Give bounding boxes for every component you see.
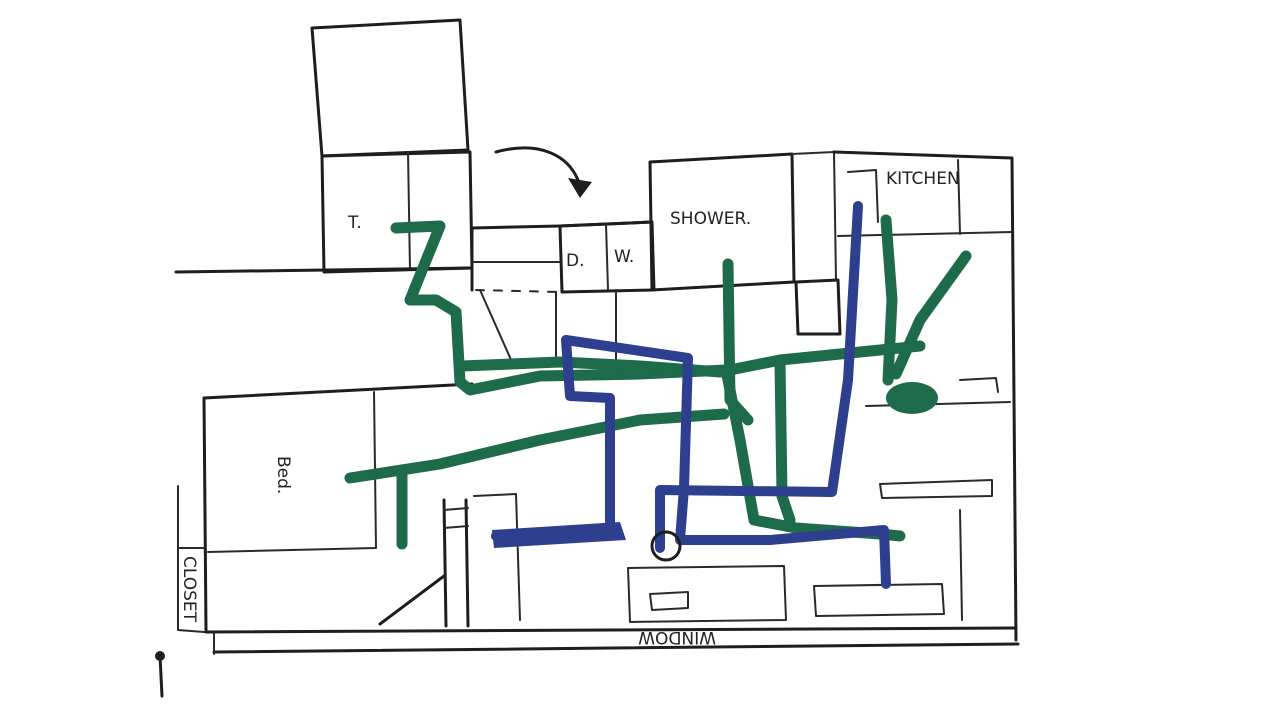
green-route-main bbox=[390, 220, 906, 542]
toilet-divider bbox=[407, 151, 411, 271]
closet-outline bbox=[177, 485, 205, 633]
bed-outline bbox=[207, 391, 377, 553]
kitchen-stool bbox=[959, 377, 999, 393]
hall-diagonal bbox=[479, 289, 513, 363]
blue-fill bbox=[492, 522, 626, 548]
right-partition bbox=[959, 509, 963, 621]
green-route-shower bbox=[722, 258, 754, 426]
middle-partition bbox=[473, 493, 521, 621]
toilet-room-outline bbox=[320, 150, 474, 274]
arrow-shaft bbox=[494, 146, 580, 182]
right-wall bbox=[832, 150, 1018, 642]
arrow-head bbox=[568, 178, 592, 198]
pin-icon bbox=[155, 651, 165, 698]
w-label: W. bbox=[614, 247, 634, 267]
shower-label: SHOWER. bbox=[670, 209, 751, 229]
kitchen-divider bbox=[957, 159, 961, 235]
circle-valve-icon bbox=[650, 530, 682, 562]
kitchen-label: KITCHEN bbox=[886, 169, 960, 189]
bottom-wall bbox=[204, 626, 1018, 634]
ladder-rail-left bbox=[442, 498, 448, 628]
window-label: WINDOW bbox=[638, 627, 716, 647]
sofa-outline bbox=[627, 565, 787, 623]
sink-outline bbox=[847, 169, 879, 223]
green-route-upper bbox=[456, 340, 926, 378]
bottom-outer-wall bbox=[212, 642, 1020, 654]
sofa-cushion bbox=[649, 591, 689, 611]
desk-outline bbox=[813, 583, 945, 617]
toilet-label: T. bbox=[347, 213, 362, 233]
dashed-line bbox=[475, 289, 561, 293]
green-routes bbox=[344, 214, 972, 550]
ladder-brace bbox=[378, 574, 446, 626]
bed-label: Bed. bbox=[273, 456, 293, 494]
bedroom-left-wall bbox=[202, 396, 208, 632]
curved-arrow-icon bbox=[494, 146, 592, 198]
green-blob bbox=[886, 382, 938, 414]
green-route-bedroom bbox=[344, 408, 730, 484]
dw-label: D. bbox=[566, 251, 585, 271]
bedroom-top-wall bbox=[202, 382, 474, 400]
shower-outline bbox=[648, 152, 796, 292]
ladder-rungs bbox=[443, 507, 469, 529]
ladder-rail-right bbox=[464, 498, 470, 628]
green-route-kitchen bbox=[880, 214, 898, 386]
green-route-diagonal bbox=[890, 250, 972, 380]
shower-side bbox=[791, 151, 837, 281]
pin-stem bbox=[158, 654, 164, 698]
upper-room-outline bbox=[310, 18, 470, 158]
small-box-outline bbox=[794, 278, 842, 336]
closet-label: CLOSET bbox=[179, 556, 199, 623]
dw-divider bbox=[605, 223, 609, 291]
counter-outline bbox=[879, 479, 993, 499]
kitchen-counter bbox=[837, 231, 1013, 237]
blue-route-right bbox=[655, 201, 863, 553]
floor-plan-walls bbox=[174, 18, 1020, 655]
